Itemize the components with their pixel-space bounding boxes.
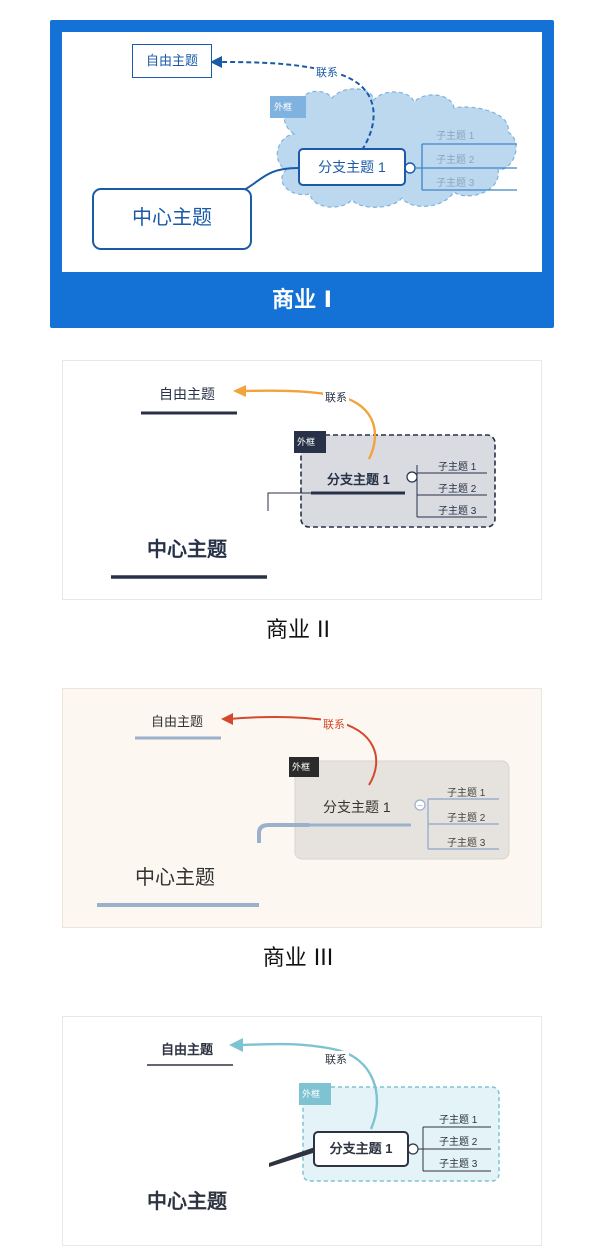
- theme-caption: 商业 II: [266, 618, 330, 643]
- relation-arrowhead: [210, 56, 222, 68]
- subtopic-3[interactable]: 子主题 3: [447, 838, 486, 849]
- central-connector: [267, 492, 311, 511]
- relation-line: [215, 61, 375, 151]
- collapse-toggle: [404, 162, 416, 174]
- boundary-label: 外框: [294, 431, 326, 453]
- central-topic-node[interactable]: 中心主题: [147, 539, 227, 561]
- mindmap-preview: [147, 1038, 500, 1182]
- subtopic-2[interactable]: 子主题 2: [447, 813, 486, 824]
- subtopic-3[interactable]: 子主题 3: [439, 1159, 478, 1170]
- central-topic-node[interactable]: 中心主题: [135, 867, 215, 889]
- subtopic-1[interactable]: 子主题 1: [436, 131, 475, 142]
- free-topic-node[interactable]: 自由主题: [132, 44, 212, 78]
- central-connector: [243, 167, 299, 191]
- relation-label: 联系: [321, 716, 347, 732]
- free-topic-node[interactable]: 自由主题: [159, 386, 215, 402]
- mindmap-preview: [111, 385, 496, 579]
- subtopic-1[interactable]: 子主题 1: [438, 462, 477, 473]
- free-topic-node[interactable]: 自由主题: [151, 714, 204, 729]
- theme-name: 商业 I: [272, 288, 332, 313]
- theme-card-business-4[interactable]: 自由主题 联系 外框 分支主题 1 子主题 1 子主题 2 子主题 3 中心主题: [62, 1016, 542, 1246]
- central-connector: [269, 1147, 315, 1167]
- relation-line: [236, 1042, 379, 1130]
- theme-card-business-3[interactable]: − 自由主题 联系 外框 分支主题 1 子主题 1 子主题 2 子主题 3 中心…: [62, 688, 542, 928]
- subtopic-1[interactable]: 子主题 1: [447, 788, 486, 799]
- relation-arrowhead: [221, 713, 233, 725]
- relation-label: 联系: [314, 64, 340, 80]
- boundary-box: [300, 434, 496, 528]
- relation-label: 联系: [323, 1051, 349, 1067]
- subtopic-3[interactable]: 子主题 3: [438, 506, 477, 517]
- branch-topic-node[interactable]: 分支主题 1: [298, 148, 406, 186]
- theme-card-business-2[interactable]: 自由主题 联系 外框 分支主题 1 子主题 1 子主题 2 子主题 3 中心主题: [62, 360, 542, 600]
- subtopic-2[interactable]: 子主题 2: [436, 155, 475, 166]
- collapse-toggle: [407, 1143, 419, 1155]
- theme-card-business-1[interactable]: 自由主题 联系 外框 分支主题 1 子主题 1 子主题 2 子主题 3 中心主题…: [50, 20, 554, 328]
- central-topic-node[interactable]: 中心主题: [92, 188, 252, 250]
- subtopic-2[interactable]: 子主题 2: [439, 1137, 478, 1148]
- branch-topic-node[interactable]: 分支主题 1: [327, 472, 390, 487]
- boundary-label: 外框: [270, 96, 306, 118]
- free-topic-node[interactable]: 自由主题: [161, 1042, 214, 1057]
- branch-topic-node[interactable]: 分支主题 1: [323, 799, 391, 815]
- subtopic-2[interactable]: 子主题 2: [438, 484, 477, 495]
- boundary-label: 外框: [299, 1083, 331, 1105]
- boundary-label: 外框: [289, 757, 319, 777]
- central-connector: [257, 823, 309, 843]
- collapse-toggle: [414, 799, 426, 811]
- relation-label: 联系: [323, 389, 349, 405]
- mindmap-preview: −: [97, 713, 510, 907]
- subtopic-1[interactable]: 子主题 1: [439, 1115, 478, 1126]
- theme-preview-canvas: 自由主题 联系 外框 分支主题 1 子主题 1 子主题 2 子主题 3 中心主题: [62, 32, 542, 272]
- boundary-box: [294, 760, 510, 860]
- theme-caption: 商业 III: [262, 946, 334, 971]
- central-topic-node[interactable]: 中心主题: [147, 1191, 227, 1213]
- branch-topic-node[interactable]: 分支主题 1: [313, 1131, 409, 1167]
- relation-arrowhead: [233, 385, 246, 397]
- relation-arrowhead: [229, 1038, 243, 1052]
- svg-text:−: −: [417, 801, 424, 810]
- collapse-toggle: [406, 471, 418, 483]
- subtopic-3[interactable]: 子主题 3: [436, 178, 475, 189]
